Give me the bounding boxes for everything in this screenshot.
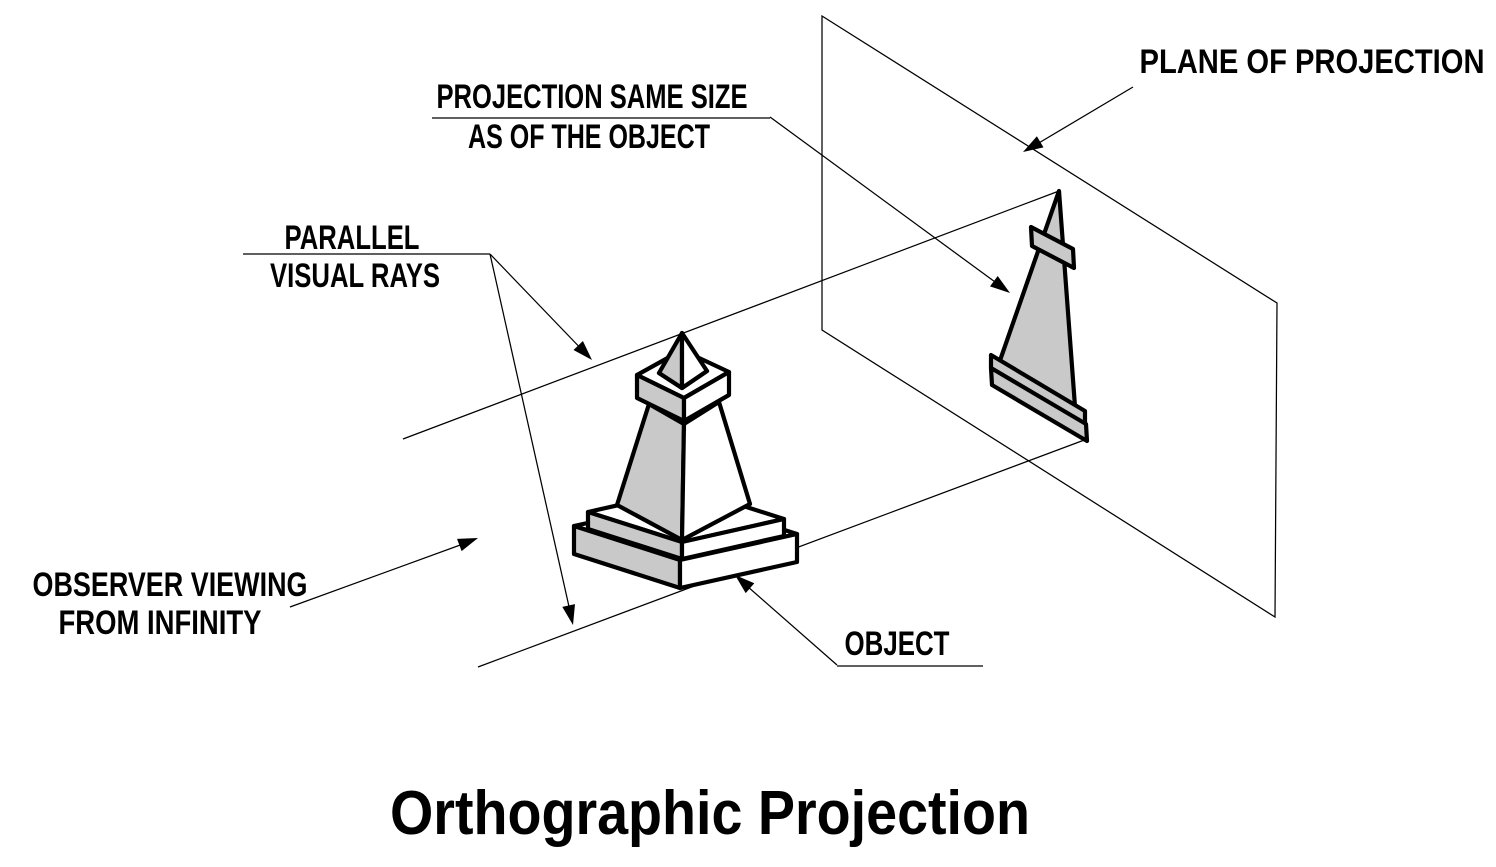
arrowhead-observer-icon	[457, 538, 478, 552]
projection-collar-band	[1028, 224, 1077, 271]
leader-observer-arrow	[289, 539, 475, 608]
arrowhead-upper-ray-icon	[573, 341, 592, 360]
arrowhead-projection-icon	[990, 276, 1010, 293]
arrowhead-plane-icon	[1023, 136, 1044, 152]
object-obelisk	[571, 330, 800, 591]
projection-base-lower-bar	[988, 365, 1090, 444]
object-pyramid-right-face	[679, 330, 710, 391]
arrowhead-lower-ray-icon	[562, 604, 575, 625]
visual-ray-upper	[402, 190, 1060, 440]
label-object: OBJECT	[845, 625, 950, 663]
label-projection-same-size-line2: AS OF THE OBJECT	[468, 118, 710, 156]
object-collar-right-face	[681, 369, 732, 424]
diagram-title: Orthographic Projection	[390, 779, 1030, 848]
label-parallel-visual-rays-line1: PARALLEL	[285, 219, 420, 257]
label-projection-same-size-line1: PROJECTION SAME SIZE	[437, 78, 748, 116]
arrowhead-object-icon	[735, 575, 755, 594]
label-plane-of-projection: PLANE OF PROJECTION	[1140, 43, 1485, 81]
object-base-upper-right-face	[679, 516, 787, 562]
leader-parallel-rays-2	[489, 253, 573, 621]
projected-image	[988, 188, 1090, 444]
label-parallel-visual-rays-line2: VISUAL RAYS	[270, 257, 440, 295]
label-observer-line1: OBSERVER VIEWING	[33, 566, 308, 604]
leader-plane-of-projection	[1026, 86, 1134, 151]
leader-projection-same-size	[769, 116, 1007, 291]
label-observer-line2: FROM INFINITY	[59, 604, 262, 642]
labels: PROJECTION SAME SIZE AS OF THE OBJECT PL…	[33, 43, 1485, 663]
leader-object	[738, 578, 838, 666]
leader-parallel-rays-1	[489, 253, 590, 358]
